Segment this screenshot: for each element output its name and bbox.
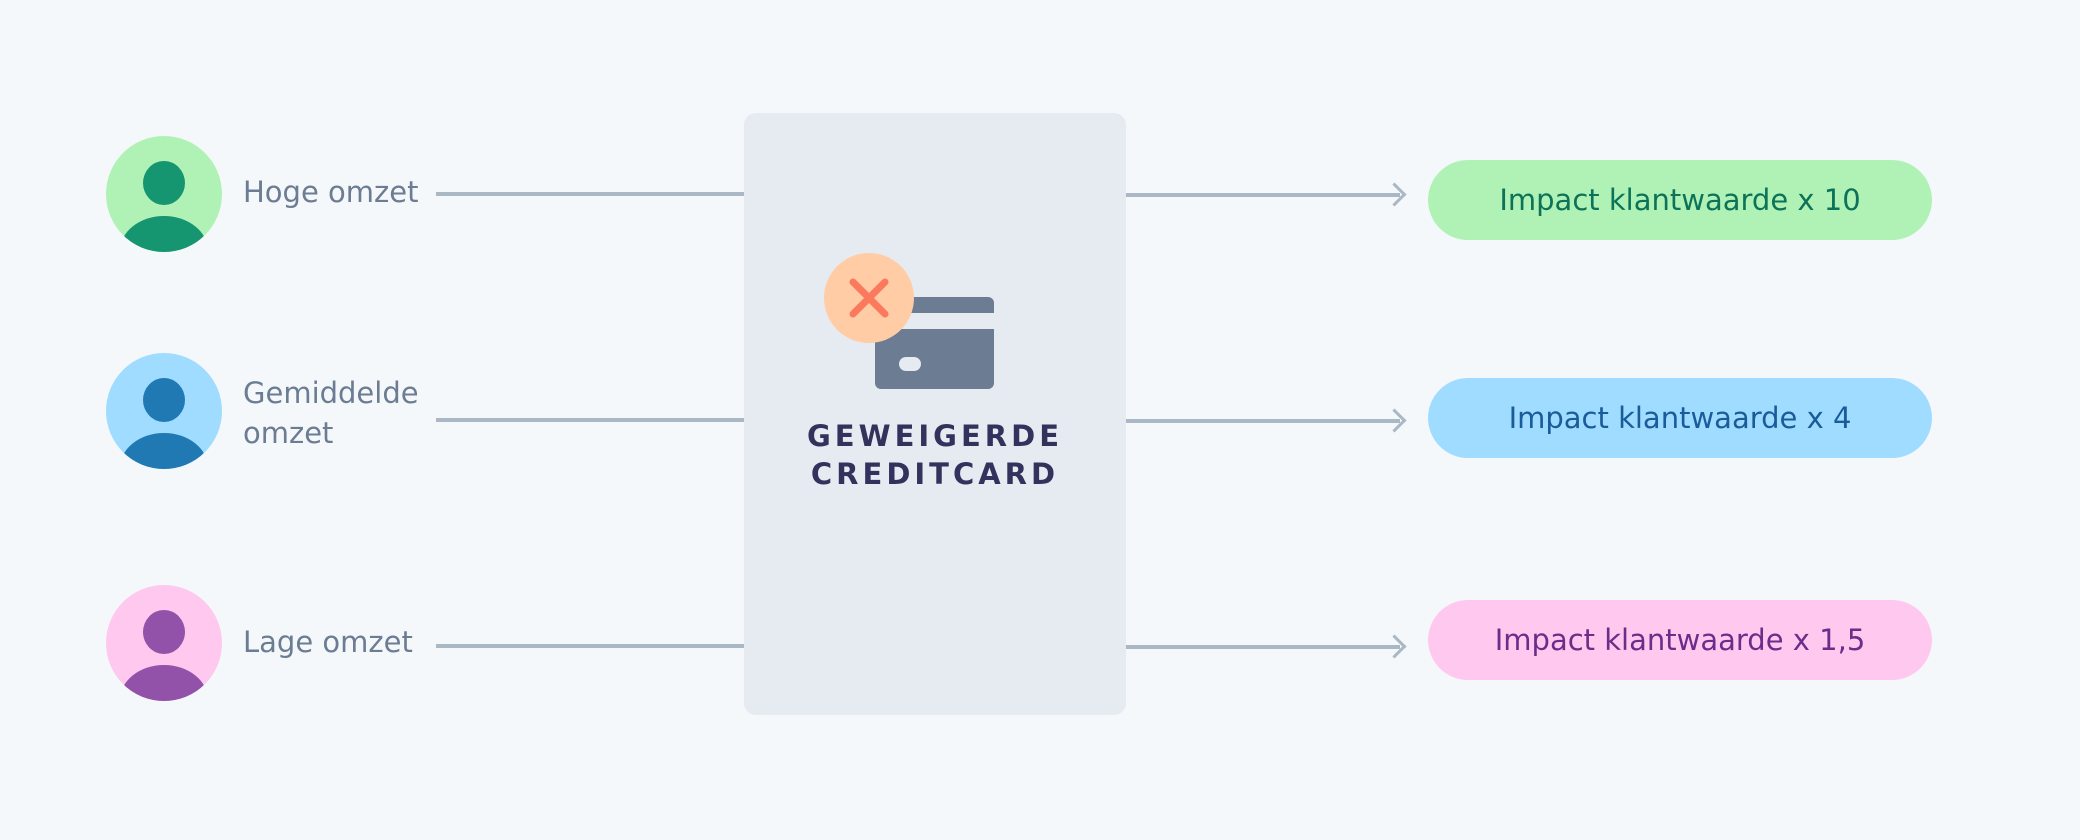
center-title-line2: CREDITCARD (810, 457, 1060, 491)
arrow-right-icon (1382, 182, 1407, 207)
connector-right-low (1126, 645, 1400, 649)
center-title: GEWEIGERDE CREDITCARD (744, 417, 1126, 493)
connector-left-low (436, 644, 744, 648)
connector-left-medium (436, 418, 744, 422)
outcome-pill-medium: Impact klantwaarde x 4 (1428, 378, 1932, 458)
arrow-right-icon (1382, 408, 1407, 433)
avatar-high-revenue (106, 136, 222, 252)
outcome-label-medium: Impact klantwaarde x 4 (1508, 401, 1852, 435)
center-panel (744, 113, 1126, 715)
user-head-icon (143, 161, 185, 205)
connector-left-high (436, 192, 744, 196)
arrow-right-icon (1382, 634, 1407, 659)
user-head-icon (143, 378, 185, 422)
avatar-medium-revenue (106, 353, 222, 469)
user-head-icon (143, 610, 185, 654)
outcome-label-low: Impact klantwaarde x 1,5 (1494, 623, 1866, 657)
declined-credit-card-icon (824, 253, 994, 389)
connector-right-high (1126, 193, 1400, 197)
segment-label-medium: Gemiddelde omzet (243, 376, 419, 450)
outcome-label-high: Impact klantwaarde x 10 (1499, 183, 1861, 217)
center-title-line1: GEWEIGERDE (806, 419, 1064, 453)
user-body-icon (120, 433, 208, 469)
user-body-icon (120, 216, 208, 252)
segment-label-high: Hoge omzet (243, 175, 419, 209)
avatar-low-revenue (106, 585, 222, 701)
outcome-pill-low: Impact klantwaarde x 1,5 (1428, 600, 1932, 680)
user-body-icon (120, 665, 208, 701)
connector-right-medium (1126, 419, 1400, 423)
segment-label-low: Lage omzet (243, 625, 413, 659)
outcome-pill-high: Impact klantwaarde x 10 (1428, 160, 1932, 240)
